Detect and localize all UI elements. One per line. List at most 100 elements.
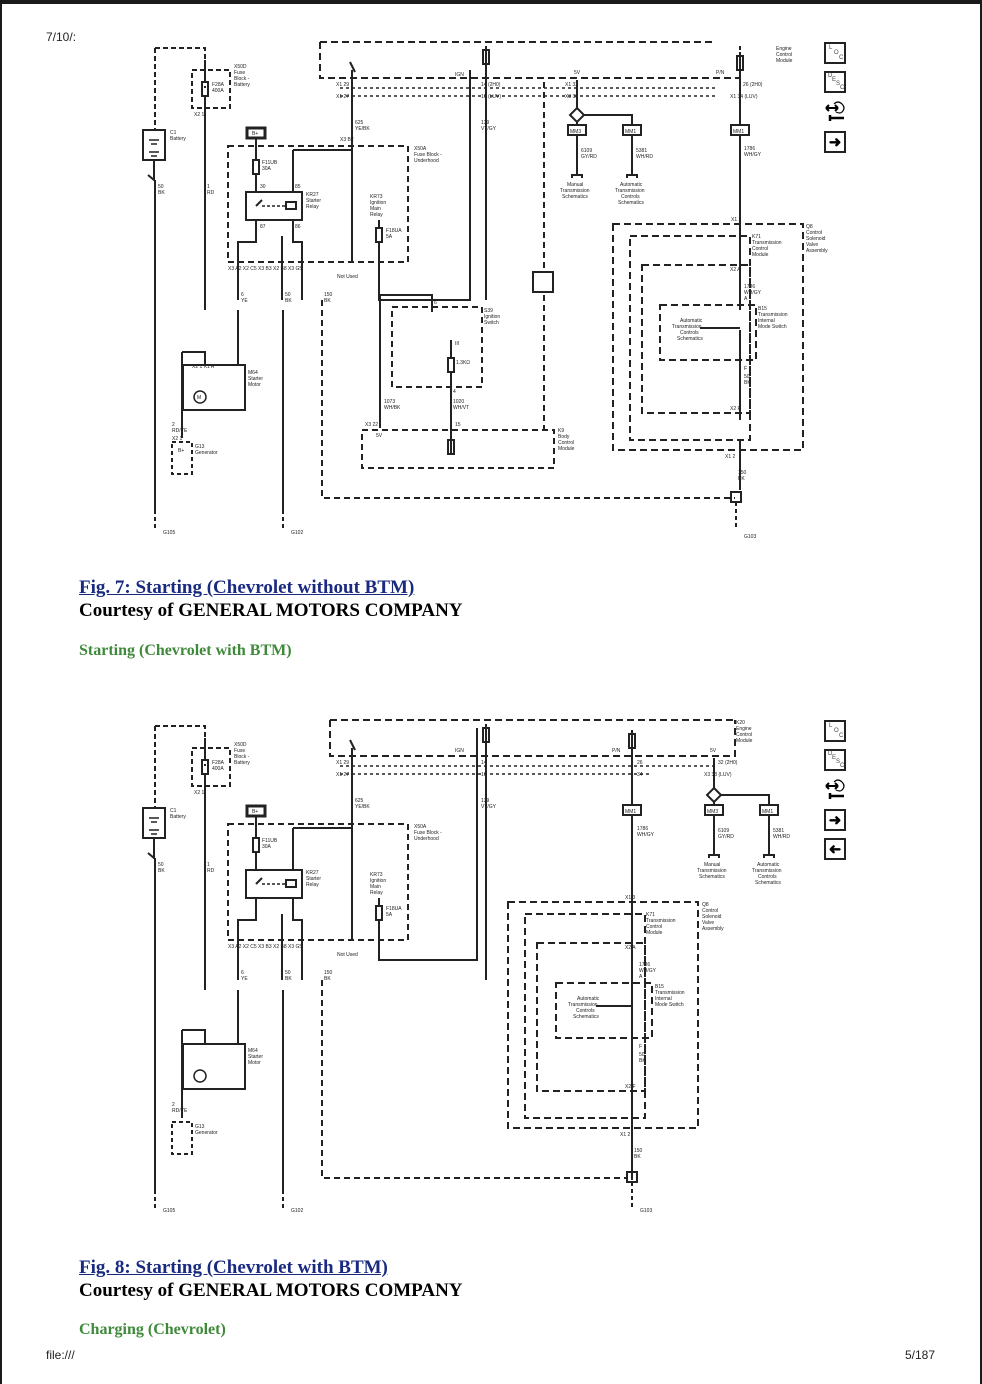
svg-text:B+: B+ <box>252 809 258 815</box>
next-arrow-icon: ➜ <box>828 133 842 151</box>
svg-text:Internal: Internal <box>758 318 775 324</box>
svg-text:KR73: KR73 <box>370 194 383 200</box>
svg-text:B+: B+ <box>252 131 258 137</box>
svg-text:K71: K71 <box>646 912 655 918</box>
svg-text:85: 85 <box>295 184 301 190</box>
svg-text:Main: Main <box>370 206 381 212</box>
svg-text:Fuse Block -: Fuse Block - <box>414 830 442 836</box>
svg-text:5381: 5381 <box>773 828 784 834</box>
svg-text:X50D: X50D <box>234 64 247 70</box>
svg-text:Schematics: Schematics <box>618 200 644 206</box>
k9-bcm-box <box>361 429 555 469</box>
svg-text:Schematics: Schematics <box>755 880 781 886</box>
svg-text:139: 139 <box>481 798 490 804</box>
svg-text:1073: 1073 <box>384 399 395 405</box>
svg-text:BK: BK <box>158 190 165 196</box>
fig8-title-link[interactable]: Fig. 8: Starting (Chevrolet with BTM) <box>79 1257 388 1278</box>
svg-text:YE: YE <box>241 976 248 982</box>
svg-text:X50D: X50D <box>234 742 247 748</box>
footer-url: file:/// <box>46 1348 75 1362</box>
svg-text:Mode Switch: Mode Switch <box>758 324 787 330</box>
header-date: 7/10/: <box>46 30 77 44</box>
svg-text:A: A <box>744 296 748 302</box>
svg-text:Relay: Relay <box>370 212 383 218</box>
svg-text:Transmission: Transmission <box>752 868 782 874</box>
svg-text:Module: Module <box>558 446 575 452</box>
svg-text:WH/VT: WH/VT <box>453 405 469 411</box>
svg-text:F: F <box>639 1044 642 1050</box>
svg-text:Solenoid: Solenoid <box>806 236 826 242</box>
svg-text:C1: C1 <box>170 130 177 136</box>
svg-text:Controls: Controls <box>758 874 777 880</box>
fig7-title-link[interactable]: Fig. 7: Starting (Chevrolet without BTM) <box>79 577 415 598</box>
g13-generator-box <box>171 441 193 475</box>
svg-text:Battery: Battery <box>170 136 186 142</box>
svg-text:6: 6 <box>241 970 244 976</box>
svg-text:G102: G102 <box>291 530 303 536</box>
svg-text:K20: K20 <box>736 720 745 726</box>
svg-text:Automatic: Automatic <box>757 862 780 868</box>
svg-text:Battery: Battery <box>170 814 186 820</box>
m64-starter-motor <box>182 364 246 411</box>
svg-text:F28A: F28A <box>212 760 225 766</box>
svg-text:X2 1 X1 A: X2 1 X1 A <box>192 364 215 370</box>
svg-text:Body: Body <box>558 434 570 440</box>
svg-text:M64: M64 <box>248 1048 258 1054</box>
svg-text:BK: BK <box>738 476 745 482</box>
svg-text:RD: RD <box>207 190 215 196</box>
svg-text:Relay: Relay <box>306 882 319 888</box>
svg-text:F18UA: F18UA <box>386 906 402 912</box>
svg-text:X1 29: X1 29 <box>336 760 349 766</box>
svg-text:30A: 30A <box>262 166 272 172</box>
svg-text:1.3KΩ: 1.3KΩ <box>456 360 470 366</box>
svg-text:Controls: Controls <box>576 1008 595 1014</box>
svg-text:Relay: Relay <box>306 204 319 210</box>
svg-text:Control: Control <box>752 246 768 252</box>
connector-tool-icon <box>825 101 845 121</box>
desc-button[interactable]: D E S C <box>824 71 846 93</box>
svg-text:26: 26 <box>637 760 643 766</box>
next-button[interactable]: ➜ <box>824 131 846 153</box>
svg-text:Schematics: Schematics <box>562 194 588 200</box>
svg-text:C1: C1 <box>170 808 177 814</box>
svg-text:5V: 5V <box>710 748 717 754</box>
svg-text:M: M <box>197 395 201 401</box>
svg-text:Manual: Manual <box>567 182 583 188</box>
svg-text:X3 38: X3 38 <box>565 94 578 100</box>
svg-text:GY/RD: GY/RD <box>718 834 734 840</box>
svg-text:50: 50 <box>744 374 750 380</box>
svg-text:WH/RD: WH/RD <box>773 834 790 840</box>
svg-text:WH/GY: WH/GY <box>744 152 762 158</box>
svg-text:WH/GY: WH/GY <box>744 290 762 296</box>
svg-text:86: 86 <box>295 224 301 230</box>
section-heading-charging: Charging (Chevrolet) <box>79 1321 226 1338</box>
connector-tool-button[interactable] <box>824 100 848 124</box>
next-button[interactable]: ➜ <box>824 809 846 831</box>
svg-text:1020: 1020 <box>453 399 464 405</box>
section-heading-starting-btm: Starting (Chevrolet with BTM) <box>79 642 292 659</box>
svg-text:Automatic: Automatic <box>620 182 643 188</box>
svg-text:50: 50 <box>639 1052 645 1058</box>
svg-text:Control: Control <box>646 924 662 930</box>
svg-text:G13: G13 <box>195 1124 205 1130</box>
svg-text:X50A: X50A <box>414 824 427 830</box>
prev-button[interactable]: ➜ <box>824 838 846 860</box>
svg-text:Solenoid: Solenoid <box>702 914 722 920</box>
next-arrow-icon: ➜ <box>828 811 842 829</box>
desc-button[interactable]: D E S C <box>824 749 846 771</box>
svg-text:MM3: MM3 <box>707 809 718 815</box>
svg-text:X1 2: X1 2 <box>620 1132 631 1138</box>
svg-text:Engine: Engine <box>736 726 752 732</box>
svg-text:X2 A: X2 A <box>625 945 636 951</box>
x50d-fuse-block-box <box>191 69 231 109</box>
loc-button[interactable]: L O C <box>824 720 846 742</box>
connector-tool-button[interactable] <box>824 778 848 802</box>
svg-text:150: 150 <box>324 970 333 976</box>
loc-button[interactable]: L O C <box>824 42 846 64</box>
footer-page-number: 5/187 <box>905 1348 936 1362</box>
x50a-fuse-block-box <box>227 823 409 941</box>
svg-text:Starter: Starter <box>306 198 321 204</box>
svg-text:Motor: Motor <box>248 1060 261 1066</box>
